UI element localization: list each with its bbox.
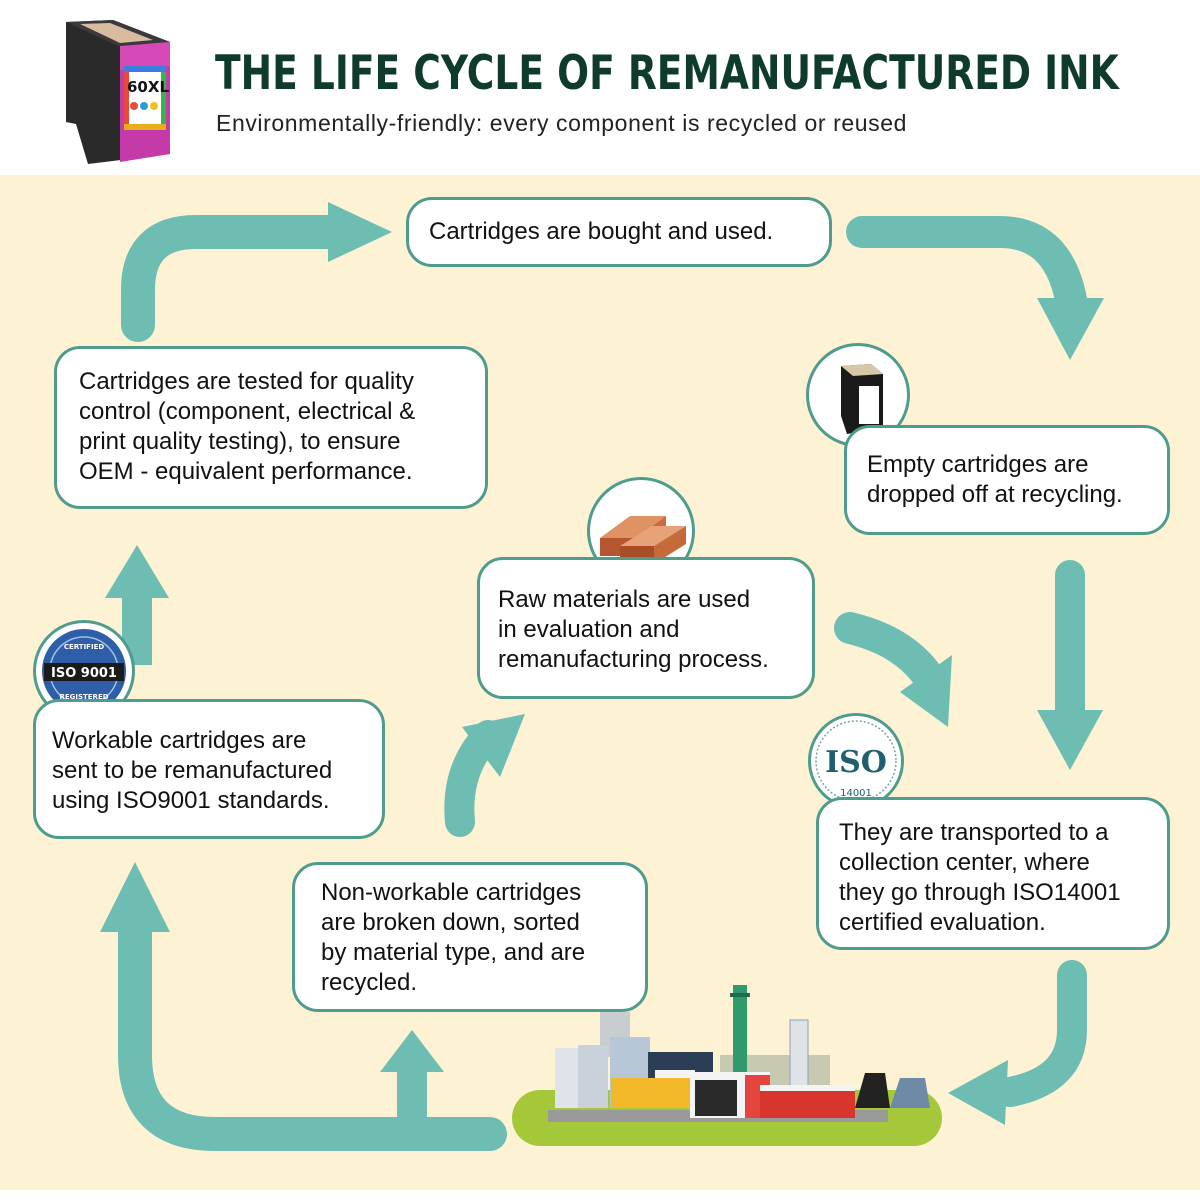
step-dropped-text: Empty cartridges are dropped off at recy…	[867, 451, 1123, 508]
arrow-head-transported-to-factory	[948, 1060, 1008, 1125]
step-raw-materials: Raw materials are used in evaluation and…	[477, 557, 815, 699]
step-raw-materials-text: Raw materials are used in evaluation and…	[498, 586, 769, 673]
step-bought: Cartridges are bought and used.	[406, 197, 832, 267]
iso9001-badge-main: ISO 9001	[51, 666, 117, 681]
arrow-head-non-workable-to-raw	[462, 714, 525, 777]
iso14001-badge-main: ISO	[825, 745, 887, 780]
arrow-head-bought-to-dropped	[1037, 298, 1104, 360]
arrow-head-tested-to-bought	[328, 202, 392, 262]
arrow-head-factory-to-workable	[100, 862, 170, 932]
step-workable: Workable cartridges are sent to be reman…	[33, 699, 385, 839]
cartridge-model-label: 60XL	[127, 78, 169, 96]
step-dropped: Empty cartridges are dropped off at recy…	[844, 425, 1170, 535]
arrow-factory-to-workable	[118, 913, 507, 1151]
arrow-raw-to-transported	[834, 612, 941, 688]
step-tested-text: Cartridges are tested for quality contro…	[79, 368, 416, 485]
step-bought-text: Cartridges are bought and used.	[429, 218, 774, 245]
arrow-bought-to-dropped	[846, 216, 1088, 321]
iso9001-badge-bottom: REGISTERED	[59, 693, 108, 701]
iso14001-badge: ISO 14001	[808, 713, 904, 809]
iso14001-badge-sub: 14001	[840, 788, 872, 799]
page-subtitle: Environmentally-friendly: every componen…	[216, 110, 908, 136]
page-title: THE LIFE CYCLE OF REMANUFACTURED INK	[215, 46, 1119, 101]
header: 60XL THE LIFE CYCLE OF REMANUFACTURED IN…	[0, 0, 1200, 175]
arrow-head-workable-to-tested	[105, 545, 169, 598]
arrow-head-raw-to-transported	[900, 655, 952, 727]
arrow-transported-to-factory	[995, 960, 1087, 1107]
step-non-workable-text: Non-workable cartridges are broken down,…	[321, 879, 586, 996]
factory-illustration	[512, 985, 942, 1146]
step-transported-text: They are transported to a collection cen…	[839, 819, 1121, 936]
iso9001-badge-top: CERTIFIED	[64, 643, 105, 651]
step-tested: Cartridges are tested for quality contro…	[54, 346, 488, 509]
arrow-head-dropped-to-transported	[1037, 710, 1103, 770]
step-non-workable: Non-workable cartridges are broken down,…	[292, 862, 648, 1012]
arrow-head-factory-to-non-workable	[380, 1030, 444, 1072]
step-transported: They are transported to a collection cen…	[816, 797, 1170, 950]
arrow-tested-to-bought	[121, 215, 347, 342]
step-workable-text: Workable cartridges are sent to be reman…	[52, 727, 333, 814]
color-ink-cartridge-icon: 60XL	[66, 20, 170, 164]
